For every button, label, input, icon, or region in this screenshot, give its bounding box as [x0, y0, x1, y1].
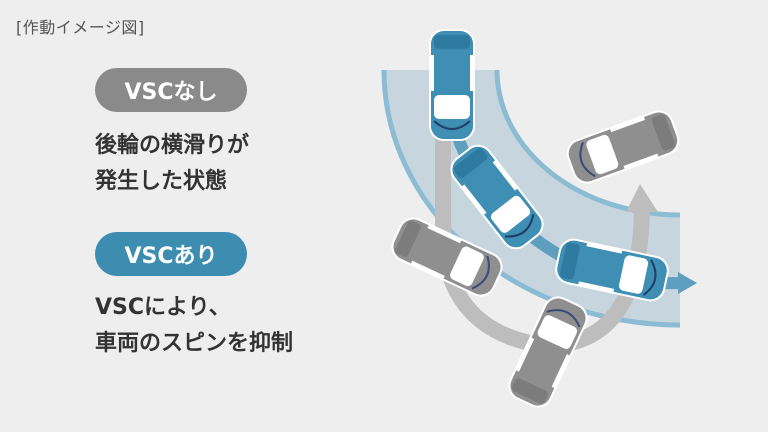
vsc-off-line1: 後輪の横滑りが — [95, 133, 250, 158]
vsc-on-badge: VSCあり — [95, 232, 247, 276]
vsc-off-description: 後輪の横滑りが 発生した状態 — [95, 128, 249, 200]
gray-car-3 — [562, 106, 684, 188]
gray-arrow-head — [626, 184, 658, 212]
blue-arrow-head — [678, 272, 697, 294]
vsc-on-line1: VSCにより、 — [95, 295, 231, 320]
figure-caption: [作動イメージ図] — [16, 18, 145, 37]
vsc-on-description: VSCにより、 車両のスピンを抑制 — [95, 290, 293, 362]
vsc-on-line2: 車両のスピンを抑制 — [95, 331, 294, 356]
vsc-off-line2: 発生した状態 — [95, 169, 228, 194]
blue-car-1 — [429, 29, 475, 141]
vsc-off-badge: VSCなし — [95, 68, 247, 112]
gray-car-2 — [503, 291, 593, 413]
